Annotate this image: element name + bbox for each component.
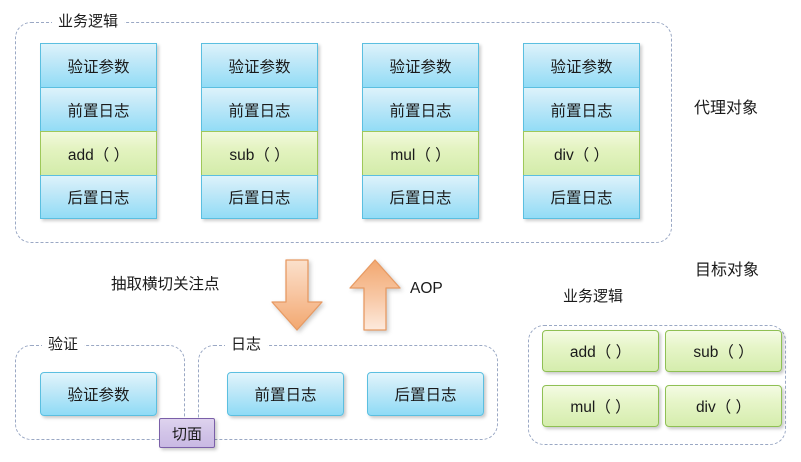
proxy-cell-validate: 验证参数	[523, 43, 640, 87]
proxy-method-column-sub: 验证参数 前置日志 sub（ ） 后置日志	[201, 43, 318, 219]
proxy-cell-before-log: 前置日志	[40, 87, 157, 131]
proxy-cell-method: sub（ ）	[201, 131, 318, 175]
aspect-box-after-log: 后置日志	[367, 372, 484, 416]
proxy-cell-after-log: 后置日志	[362, 175, 479, 219]
proxy-cell-validate: 验证参数	[362, 43, 479, 87]
log-aspect-group-label: 日志	[225, 336, 268, 353]
target-object-side-label: 目标对象	[695, 262, 760, 279]
log-aspect-group	[198, 345, 498, 440]
target-method-sub: sub（ ）	[665, 330, 782, 372]
proxy-cell-before-log: 前置日志	[523, 87, 640, 131]
target-method-add: add（ ）	[542, 330, 659, 372]
down-arrow-icon	[271, 259, 323, 331]
validate-aspect-group-label: 验证	[42, 336, 85, 353]
proxy-cell-after-log: 后置日志	[40, 175, 157, 219]
proxy-object-side-label: 代理对象	[694, 100, 759, 117]
proxy-object-group	[15, 22, 672, 243]
target-object-group	[528, 325, 786, 445]
extract-crosscutting-label: 抽取横切关注点	[111, 276, 220, 293]
proxy-cell-validate: 验证参数	[40, 43, 157, 87]
proxy-method-column-div: 验证参数 前置日志 div（ ） 后置日志	[523, 43, 640, 219]
proxy-cell-after-log: 后置日志	[523, 175, 640, 219]
target-method-mul: mul（ ）	[542, 385, 659, 427]
proxy-cell-before-log: 前置日志	[362, 87, 479, 131]
proxy-method-column-mul: 验证参数 前置日志 mul（ ） 后置日志	[362, 43, 479, 219]
proxy-cell-after-log: 后置日志	[201, 175, 318, 219]
proxy-cell-method: add（ ）	[40, 131, 157, 175]
target-group-label: 业务逻辑	[557, 288, 630, 305]
proxy-cell-before-log: 前置日志	[201, 87, 318, 131]
proxy-group-label: 业务逻辑	[52, 13, 125, 30]
aspect-box-validate-param: 验证参数	[40, 372, 157, 416]
up-arrow-icon	[349, 259, 401, 331]
target-method-div: div（ ）	[665, 385, 782, 427]
aspect-badge: 切面	[159, 418, 215, 448]
proxy-cell-method: div（ ）	[523, 131, 640, 175]
proxy-cell-method: mul（ ）	[362, 131, 479, 175]
validate-aspect-group	[15, 345, 185, 440]
aop-label: AOP	[410, 280, 443, 297]
aspect-box-before-log: 前置日志	[227, 372, 344, 416]
proxy-cell-validate: 验证参数	[201, 43, 318, 87]
proxy-method-column-add: 验证参数 前置日志 add（ ） 后置日志	[40, 43, 157, 219]
